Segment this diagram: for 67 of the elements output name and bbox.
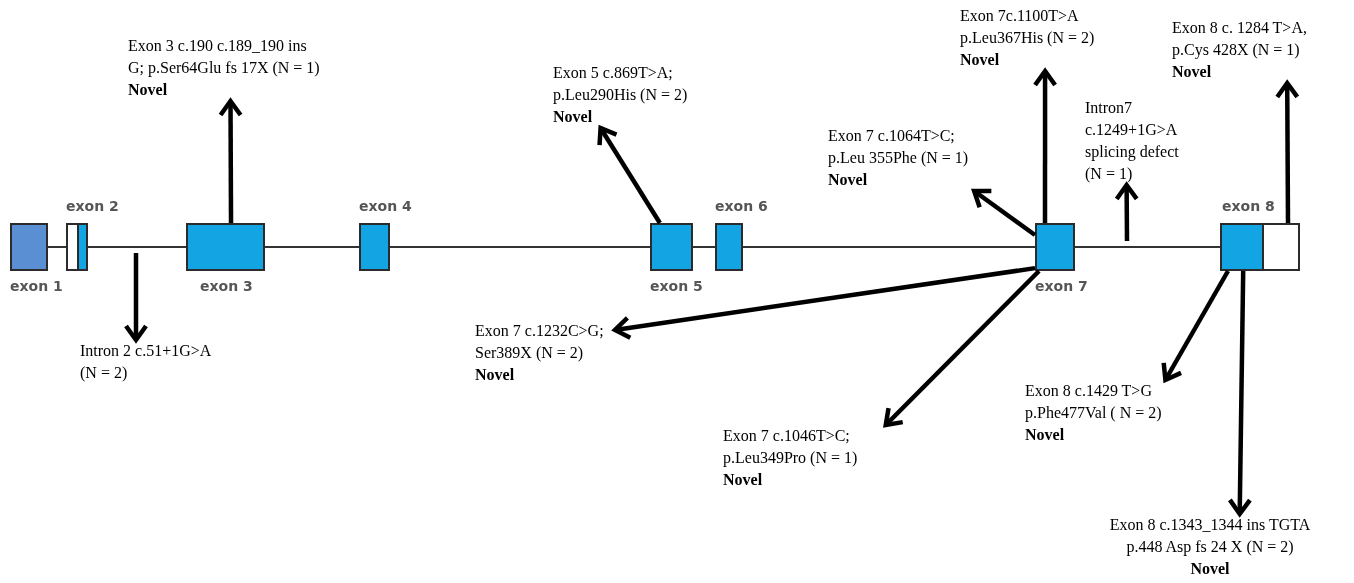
arrow xyxy=(1227,270,1253,517)
variant-text: splicing defect xyxy=(1085,142,1179,163)
intron-line xyxy=(692,246,716,248)
novel-tag: Novel xyxy=(828,169,868,191)
variant-text: Exon 3 c.190 c.189_190 ins xyxy=(128,36,307,56)
exon-box xyxy=(650,223,693,271)
exon-box xyxy=(186,223,265,271)
exon-label: exon 1 xyxy=(10,277,63,295)
variant-text: Exon 8 c. 1284 T>A, xyxy=(1172,18,1307,38)
intron-line xyxy=(47,246,67,248)
arrow xyxy=(1114,182,1139,241)
exon-box xyxy=(715,223,743,271)
variant-text: Exon 7 c.1232C>G; xyxy=(475,321,604,341)
variant-text: Ser389X (N = 2) xyxy=(475,343,584,364)
arrow xyxy=(612,265,1036,340)
variant-text: Exon 5 c.869T>A; xyxy=(553,63,673,83)
exon-box xyxy=(1220,223,1300,271)
exon-label: exon 3 xyxy=(200,277,253,295)
intron-line xyxy=(1074,246,1221,248)
variant-text: p.Leu 355Phe (N = 1) xyxy=(828,148,969,169)
variant-text: p.Phe477Val ( N = 2) xyxy=(1025,403,1162,424)
intron-line xyxy=(264,246,360,248)
variant-text: p.Cys 428X (N = 1) xyxy=(1172,40,1300,61)
variant-text: Intron7 xyxy=(1085,98,1133,118)
intron-line xyxy=(742,246,1036,248)
exon-label: exon 5 xyxy=(650,277,703,295)
variant-text: p.Leu349Pro (N = 1) xyxy=(723,448,858,469)
exon-label: exon 7 xyxy=(1035,277,1088,295)
variant-text: Exon 7 c.1064T>C; xyxy=(828,126,955,146)
novel-tag: Novel xyxy=(1190,558,1230,580)
exon-box xyxy=(1035,223,1075,271)
variant-text: Exon 7c.1100T>A xyxy=(960,6,1079,26)
novel-tag: Novel xyxy=(1172,61,1212,83)
arrow xyxy=(1275,80,1300,223)
novel-tag: Novel xyxy=(475,364,515,386)
novel-tag: Novel xyxy=(553,106,593,128)
variant-text: Exon 7 c.1046T>C; xyxy=(723,426,850,446)
exon-label: exon 8 xyxy=(1222,197,1275,215)
variant-text: Exon 8 c.1429 T>G xyxy=(1025,381,1152,401)
variant-text: p.Leu290His (N = 2) xyxy=(553,85,688,106)
variant-text: (N = 2) xyxy=(80,363,128,384)
variant-text: Intron 2 c.51+1G>A xyxy=(80,341,212,361)
variant-text: G; p.Ser64Glu fs 17X (N = 1) xyxy=(128,58,320,79)
exon-label: exon 2 xyxy=(66,197,119,215)
novel-tag: Novel xyxy=(128,79,168,101)
variant-text: p.448 Asp fs 24 X (N = 2) xyxy=(1126,537,1294,558)
variant-text: (N = 1) xyxy=(1085,164,1133,185)
variant-text: Exon 8 c.1343_1344 ins TGTA xyxy=(1109,515,1311,535)
novel-tag: Novel xyxy=(723,469,763,491)
exon-label: exon 4 xyxy=(359,197,412,215)
variant-text: p.Leu367His (N = 2) xyxy=(960,28,1095,49)
intron-line xyxy=(87,246,187,248)
variant-text: c.1249+1G>A xyxy=(1085,120,1178,140)
arrow xyxy=(971,188,1037,237)
novel-tag: Novel xyxy=(960,49,1000,71)
exon-box xyxy=(359,223,390,271)
arrow xyxy=(597,125,662,225)
exon-label: exon 6 xyxy=(715,197,768,215)
arrow xyxy=(1161,269,1230,383)
intron-line xyxy=(389,246,651,248)
exon-box xyxy=(66,223,88,271)
arrow xyxy=(883,269,1041,428)
arrow xyxy=(218,98,243,223)
arrow xyxy=(123,253,149,343)
novel-tag: Novel xyxy=(1025,424,1065,446)
arrow xyxy=(1032,68,1058,223)
exon-box xyxy=(10,223,48,271)
